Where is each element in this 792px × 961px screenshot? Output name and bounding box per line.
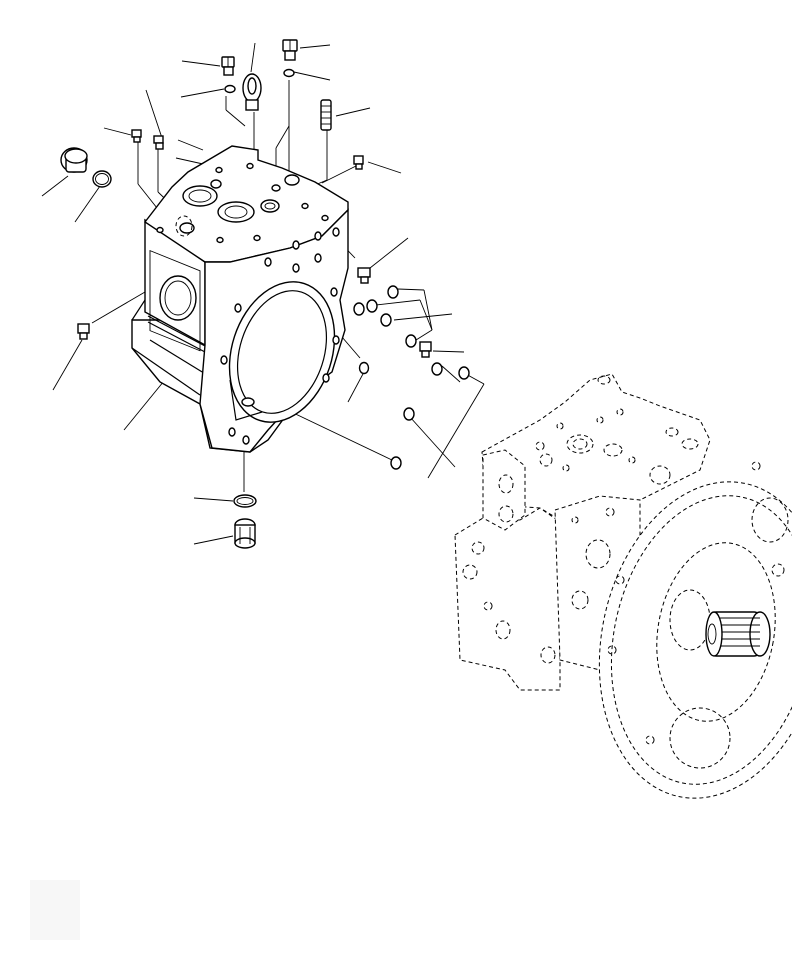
o-ring-left bbox=[92, 170, 112, 188]
bolt-small-b bbox=[153, 135, 164, 150]
bolt-right-cluster bbox=[419, 341, 432, 358]
plug-left bbox=[60, 147, 88, 173]
bolt-top-right bbox=[282, 39, 298, 61]
bolt-top-left bbox=[221, 56, 235, 76]
drain-plug-bottom bbox=[234, 518, 256, 549]
pump-case bbox=[131, 145, 349, 453]
bolt-small-a bbox=[131, 129, 142, 143]
hydraulic-pump-assembly bbox=[454, 373, 792, 799]
scan-artifact bbox=[30, 880, 80, 940]
bolt-left-lower bbox=[77, 323, 90, 340]
o-ring-small-1 bbox=[224, 84, 236, 94]
fitting-vertical bbox=[320, 99, 332, 131]
eye-bolt bbox=[242, 73, 262, 111]
bolt-small-c bbox=[353, 155, 364, 170]
bolt-side-right bbox=[357, 267, 371, 284]
seal-o-ring-bottom bbox=[233, 494, 257, 508]
o-ring-cluster bbox=[353, 285, 470, 470]
o-ring-small-2 bbox=[283, 68, 295, 78]
leader-lines bbox=[41, 42, 485, 545]
